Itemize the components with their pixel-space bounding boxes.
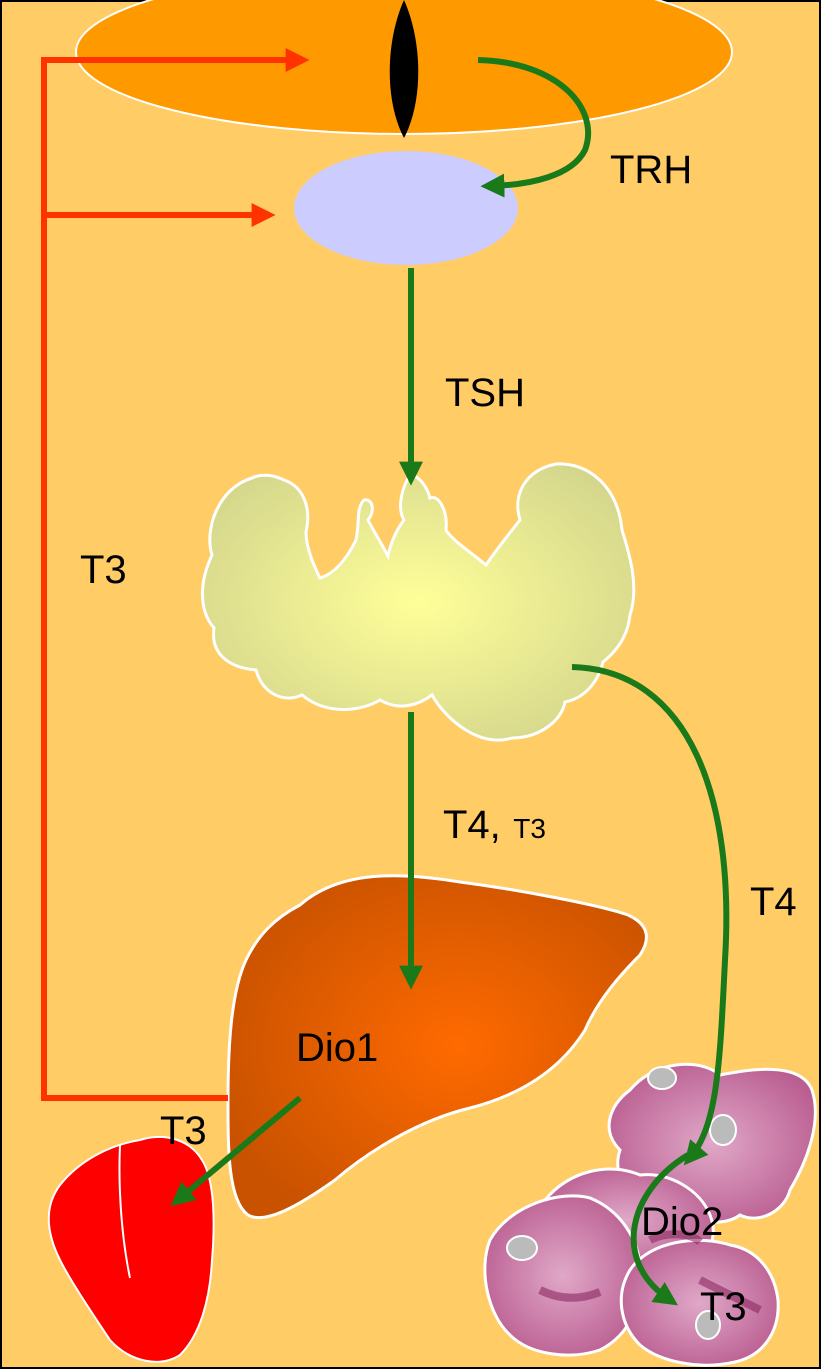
t3-small-label: T3 — [513, 813, 546, 844]
dio2-label: Dio2 — [641, 1200, 723, 1244]
trh-label: TRH — [610, 148, 692, 192]
pituitary-icon — [294, 151, 518, 265]
t4-label: T4, — [443, 803, 501, 847]
t3-tissue-label: T3 — [700, 1285, 747, 1329]
dio1-label: Dio1 — [296, 1026, 378, 1070]
t3-feedback-label: T3 — [80, 548, 127, 592]
tsh-label: TSH — [445, 371, 525, 415]
t4-peripheral-label: T4 — [750, 880, 797, 924]
t3-heart-label: T3 — [160, 1109, 207, 1153]
